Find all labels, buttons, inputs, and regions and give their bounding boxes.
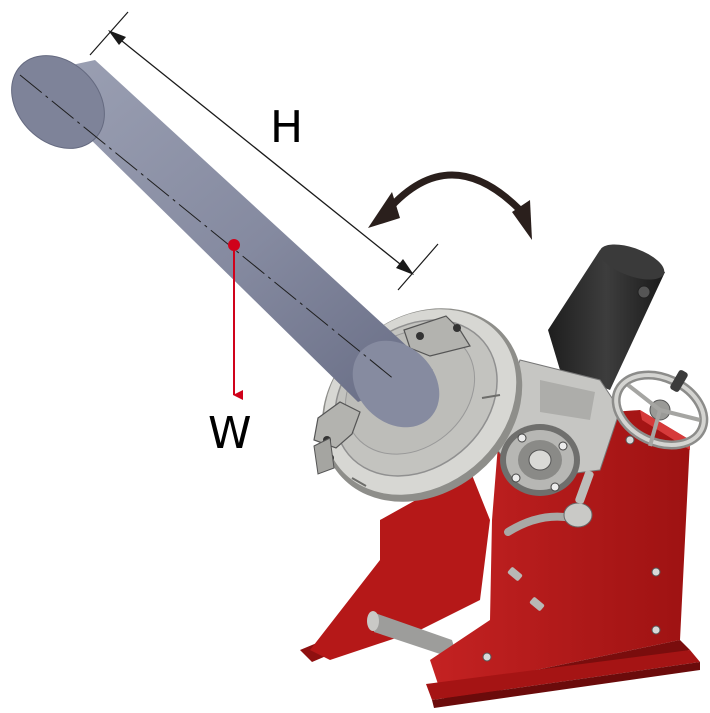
extension-line-bottom — [397, 243, 439, 291]
handwheel-grip — [670, 370, 688, 392]
dimension-arrow-top — [108, 30, 126, 45]
drive-motor — [548, 244, 665, 390]
extension-line-top — [89, 11, 129, 56]
handwheel — [611, 370, 709, 450]
chuck-jaw — [313, 401, 361, 475]
center-of-gravity-dot-icon — [228, 239, 240, 251]
height-label: H — [270, 102, 303, 153]
weight-vector: W — [208, 239, 252, 459]
dimension-arrow-bottom — [396, 259, 414, 275]
plate-bolt — [482, 652, 492, 662]
dimension-line — [111, 32, 411, 273]
crossbar-tube — [372, 612, 458, 660]
plate-bolt — [625, 435, 635, 445]
height-dimension: H — [89, 11, 439, 291]
tilt-lock-lever — [504, 470, 594, 536]
lock-knob — [507, 567, 523, 581]
front-foot — [426, 650, 700, 700]
left-side-plate — [310, 470, 490, 660]
plate-bolt — [651, 567, 661, 577]
cylinder-centerline — [19, 74, 396, 381]
tilt-rotation-arrow-icon — [368, 171, 532, 240]
workpiece-cylinder — [11, 55, 440, 428]
front-side-plate — [430, 410, 690, 690]
plate-bolt — [651, 625, 661, 635]
tilt-bearing-hub — [500, 424, 580, 496]
positioner-base-frame — [300, 410, 700, 708]
lock-knob — [529, 597, 545, 611]
cylinder-end-face — [11, 55, 105, 149]
weight-label: W — [208, 408, 252, 459]
